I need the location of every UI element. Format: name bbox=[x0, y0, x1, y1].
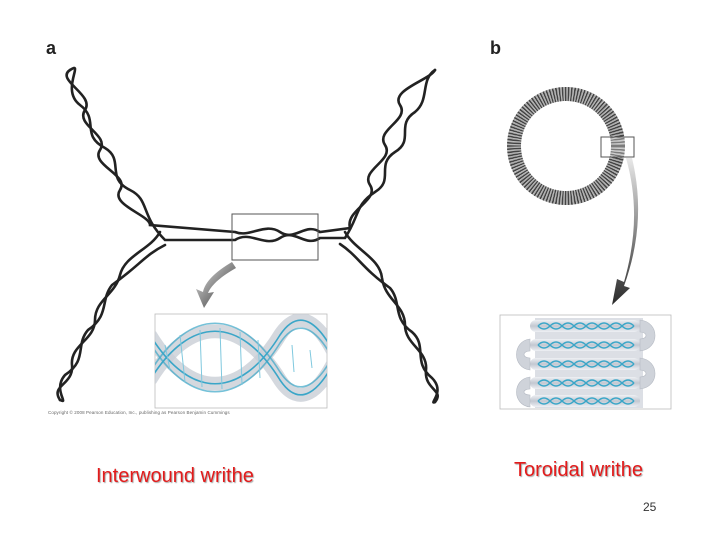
zoom-arrow-a bbox=[196, 262, 236, 308]
page-number: 25 bbox=[643, 500, 657, 514]
caption-toroidal-writhe: Toroidal writhe bbox=[514, 459, 643, 481]
dna-strand bbox=[338, 242, 439, 404]
toroidal-supercoil bbox=[507, 87, 639, 305]
caption-interwound-writhe: Interwound writhe bbox=[96, 465, 254, 487]
zoom-box-b bbox=[600, 136, 635, 158]
panel-b-label: b bbox=[490, 38, 501, 58]
dna-strand bbox=[343, 230, 439, 404]
dna-strand bbox=[68, 66, 437, 243]
inset-interwound-helix bbox=[154, 313, 328, 409]
zoom-arrow-b bbox=[612, 158, 639, 305]
panel-a-label: a bbox=[46, 38, 57, 58]
copyright-notice: Copyright © 2008 Pearson Education, Inc.… bbox=[48, 410, 230, 415]
dna-strand bbox=[58, 243, 167, 403]
dna-strand bbox=[56, 230, 162, 402]
interwound-supercoil bbox=[56, 66, 439, 404]
inset-toroidal-helix bbox=[499, 314, 672, 410]
zoom-box-a bbox=[231, 213, 319, 261]
dna-strand bbox=[65, 68, 437, 237]
